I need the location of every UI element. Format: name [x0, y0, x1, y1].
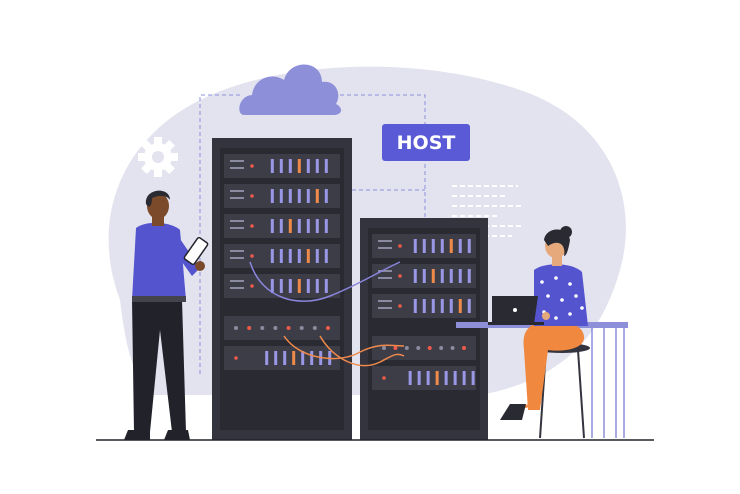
- dashed-connectors: [199, 94, 426, 375]
- server-unit: [224, 184, 340, 208]
- laptop-icon: [488, 296, 544, 325]
- tablet-icon: [183, 236, 209, 266]
- server-unit: [224, 154, 340, 178]
- server-unit: [224, 274, 340, 298]
- man-with-tablet: [124, 190, 209, 440]
- host-badge-label: HOST: [397, 132, 456, 154]
- server-unit: [224, 244, 340, 268]
- server-unit: [372, 294, 476, 318]
- cables: [249, 261, 405, 367]
- server-unit: [372, 366, 476, 390]
- server-unit: [372, 336, 476, 360]
- gear-icon: [138, 137, 178, 177]
- host-badge: HOST: [382, 124, 470, 161]
- server-unit: [224, 214, 340, 238]
- server-unit: [372, 234, 476, 258]
- cloud-icon: [239, 64, 342, 115]
- server-rack-right: [360, 218, 488, 440]
- server-unit: [224, 316, 340, 340]
- woman-at-laptop: [456, 226, 628, 439]
- server-unit: [372, 264, 476, 288]
- server-rack-left: [212, 138, 352, 440]
